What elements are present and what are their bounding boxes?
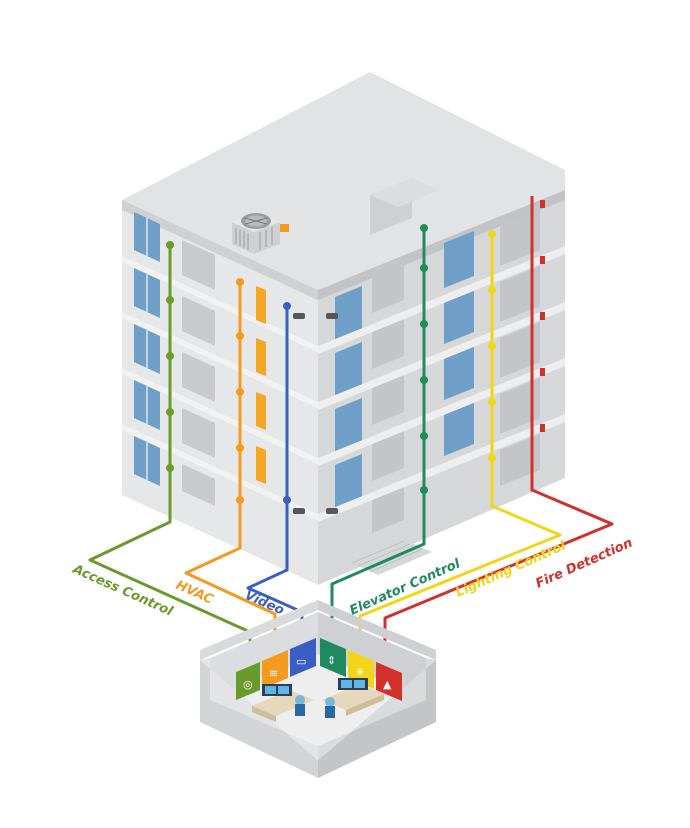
fire-sensors: [540, 200, 545, 432]
right-balconies: [372, 210, 540, 533]
panel-hvac: ≋: [262, 650, 288, 689]
operator-desk-left: [252, 684, 314, 722]
elevator-icon: ⇕: [327, 654, 336, 667]
hvac-rooftop-unit: [232, 212, 289, 254]
security-cameras: [293, 313, 338, 514]
hvac-ducts: [256, 286, 266, 484]
flame-icon: ▲: [383, 678, 392, 691]
line-nodes: [166, 224, 496, 504]
roof-edge-left: [122, 200, 318, 300]
roof-box-top: [370, 178, 440, 207]
right-floor-bands: [318, 246, 565, 522]
lightbulb-icon: ☀: [355, 666, 365, 679]
fingerprint-icon: ◎: [243, 678, 253, 691]
label-video: Video: [242, 588, 286, 619]
panel-access-control: ◎: [236, 662, 260, 700]
room-outer-right: [318, 600, 436, 660]
panel-video: ▭: [290, 638, 316, 677]
room-outer-left: [200, 600, 318, 660]
left-balconies: [182, 240, 215, 506]
control-room: ◎ ≋ ▭ ⇕ ☀ ▲: [200, 600, 436, 778]
camera-icon: ▭: [296, 655, 306, 668]
hvac-line: [184, 280, 277, 660]
room-rim-left: [200, 658, 318, 760]
heat-waves-icon: ≋: [269, 667, 278, 680]
room-rim-right: [318, 658, 436, 760]
operator-desk-right: [322, 678, 384, 718]
panel-elevator-control: ⇕: [320, 638, 346, 677]
right-windows: [335, 231, 474, 509]
panel-fire-detection: ▲: [376, 662, 402, 701]
